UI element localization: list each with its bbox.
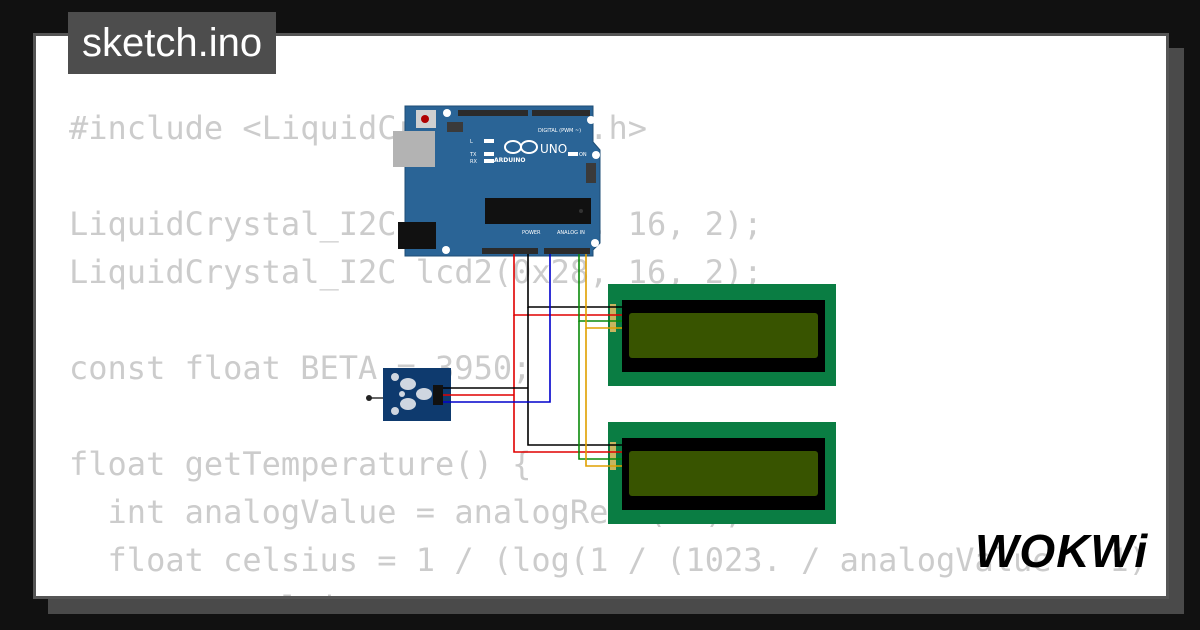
arduino-uno-board[interactable]: L TX RX ON UNO ARDUINO DIGITAL (PWM ~) P… [393,105,601,257]
lcd2-display[interactable] [608,422,836,524]
uno-label: UNO [540,142,567,156]
sketch-title: sketch.ino [68,12,277,74]
l-label: L [470,139,473,145]
tx-label: TX [469,152,477,158]
arduino-label: ARDUINO [494,157,525,164]
code-line: float getTemperature() { [69,445,532,483]
usb-port [393,131,435,167]
code-line: LiquidCrystal_I2C lcd2(0x28, 16, 2); [69,253,763,291]
wires [443,254,622,467]
power-header [482,248,538,254]
rx-label: RX [470,159,477,165]
power-jack [398,222,436,249]
on-label: ON [579,152,587,158]
wokwi-logo: WOKWi [975,525,1149,577]
analog-in-label: ANALOG IN [557,230,585,236]
power-label: POWER [522,230,541,236]
digital-label: DIGITAL (PWM ~) [538,128,581,134]
code-line: const float BETA = 3950; [69,349,532,387]
analog-header [544,248,590,254]
code-line: return celsius; [69,584,1148,596]
digital-header-left [458,110,528,116]
digital-header-right [532,110,590,116]
microcontroller-chip [485,198,591,224]
lcd1-display[interactable] [608,284,836,386]
ntc-temperature-sensor[interactable] [366,368,451,421]
code-line: float celsius = 1 / (log(1 / (1023. / an… [69,541,1148,579]
